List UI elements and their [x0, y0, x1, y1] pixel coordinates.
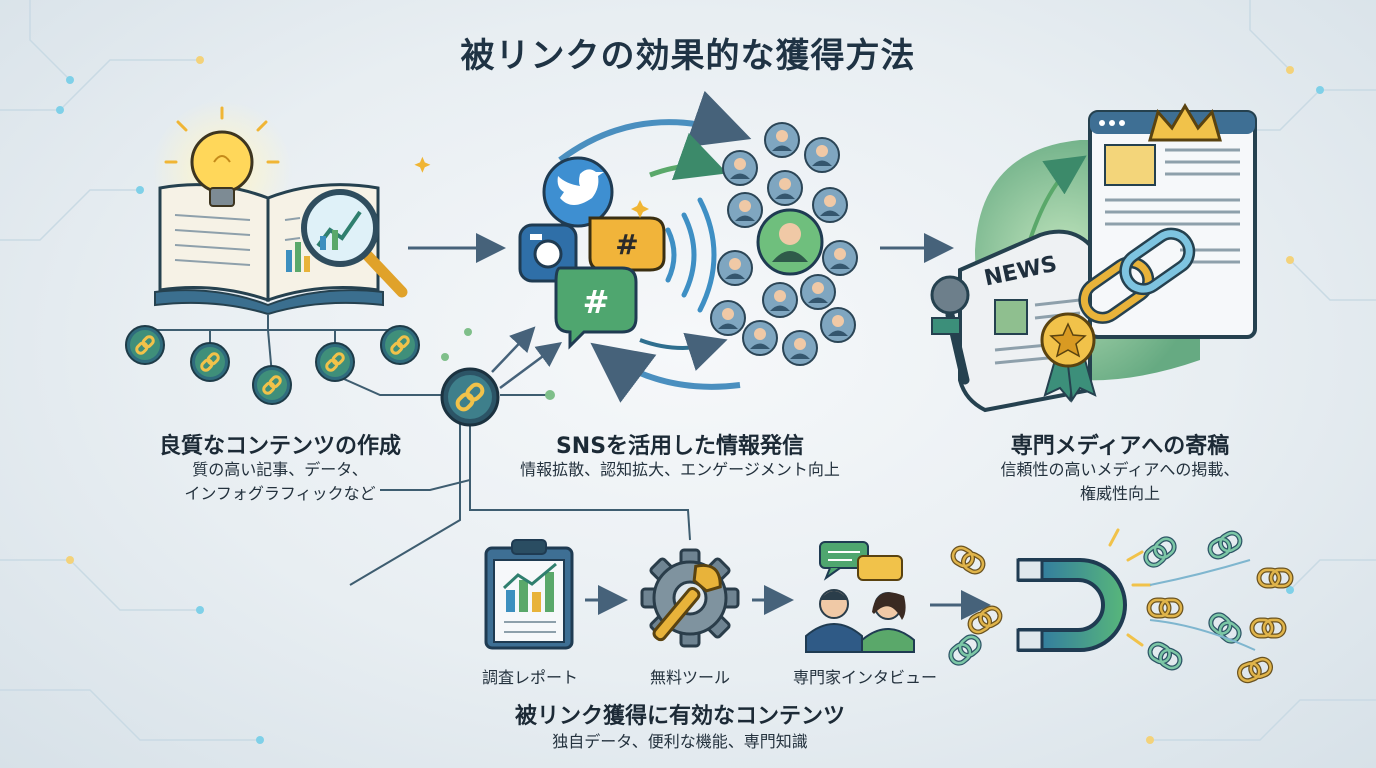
node-dot	[464, 328, 472, 336]
section-desc-sns: 情報拡散、認知拡大、エンゲージメント向上	[520, 460, 840, 479]
label-research-report: 調査レポート	[481, 668, 578, 687]
bottom-desc: 独自データ、便利な機能、専門知識	[552, 732, 808, 751]
arrow-icon	[491, 326, 536, 373]
bottom-heading: 被リンク獲得に有効なコンテンツ	[514, 704, 845, 729]
label-free-tool: 無料ツール	[649, 668, 730, 687]
section-heading-media: 専門メディアへの寄稿	[1010, 434, 1230, 459]
chain-link-icon	[124, 324, 166, 366]
svg-text:#: #	[583, 283, 610, 321]
node-dot	[441, 353, 449, 361]
chain-link-icon	[251, 364, 293, 406]
gear-wrench-icon	[640, 548, 740, 648]
circuit-background	[0, 0, 1376, 741]
interview-icon	[805, 541, 915, 653]
sns-illustration: # #	[414, 90, 858, 403]
node-dot	[545, 390, 555, 400]
crown-icon	[1148, 103, 1222, 142]
book-bulb-illustration	[152, 100, 408, 316]
central-link-hub-icon	[440, 367, 500, 427]
chain-link-icon	[379, 324, 421, 366]
circuit-dots	[56, 56, 1324, 744]
report-icon	[484, 539, 574, 650]
section-heading-content: 良質なコンテンツの作成	[158, 434, 401, 459]
magnet-icon	[1016, 528, 1152, 652]
media-illustration: NEWS	[930, 103, 1257, 413]
arrow-icon	[499, 342, 563, 390]
label-expert-interview: 専門家インタビュー	[792, 668, 937, 687]
section-desc-content-line2: インフォグラフィックなど	[184, 484, 376, 503]
chain-link-icon	[314, 341, 356, 383]
incoming-links-icons	[948, 530, 1291, 683]
section-desc-media-line1: 信頼性の高いメディアへの掲載、	[1000, 460, 1240, 479]
section-desc-media-line2: 権威性向上	[1079, 484, 1160, 503]
chain-link-icon	[189, 341, 231, 383]
section-heading-sns: SNSを活用した情報発信	[555, 434, 805, 459]
svg-text:#: #	[615, 228, 638, 261]
page-title: 被リンクの効果的な獲得方法	[460, 36, 916, 76]
section-desc-content-line1: 質の高い記事、データ、	[192, 460, 368, 479]
